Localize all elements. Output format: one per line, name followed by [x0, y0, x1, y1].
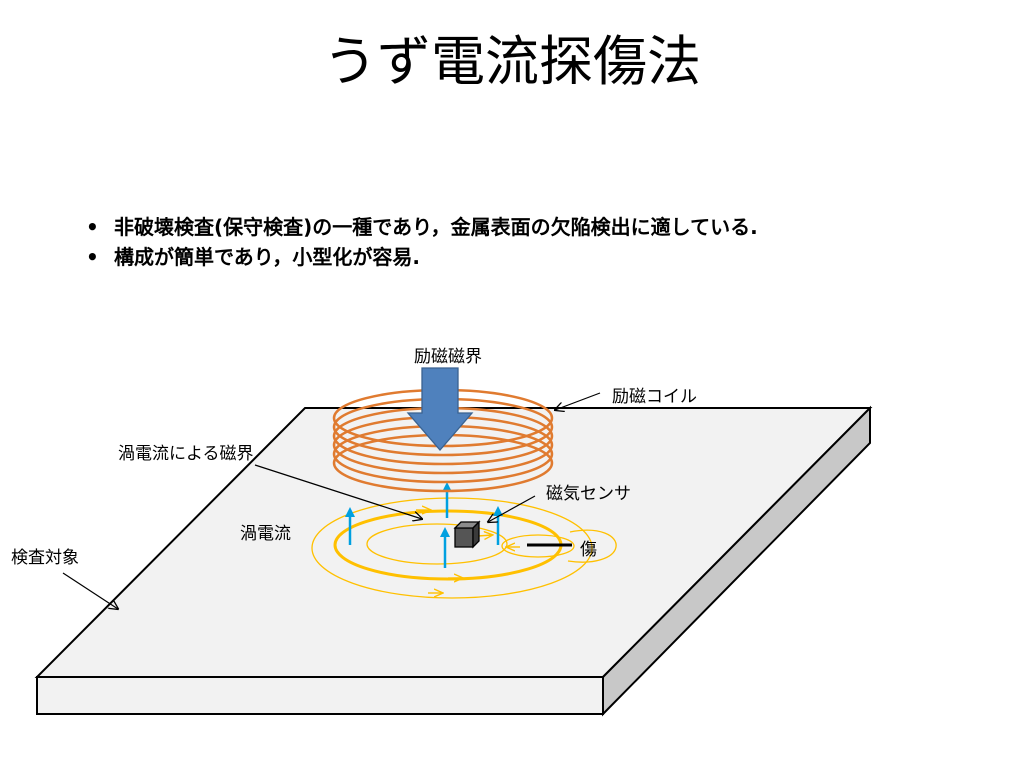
bullet-dot: •	[86, 215, 99, 239]
label-eddy-field: 渦電流による磁界	[118, 444, 254, 464]
eddy-direction-arrow	[477, 535, 492, 536]
leader-lines	[62, 392, 601, 609]
label-test-object: 検査対象	[11, 548, 79, 568]
magnetic-sensor	[453, 520, 481, 549]
bullet-item: • 非破壊検査(保守検査)の一種であり，金属表面の欠陥検出に適している.	[86, 212, 758, 242]
excitation-field-arrow	[406, 367, 474, 451]
label-magnetic-sensor: 磁気センサ	[546, 484, 631, 504]
label-eddy-current: 渦電流	[240, 524, 291, 544]
bullet-item: • 構成が簡単であり，小型化が容易.	[86, 242, 758, 272]
bullet-text: 構成が簡単であり，小型化が容易.	[114, 245, 420, 269]
eddy-loop-flaw-small	[501, 534, 575, 558]
sensor-side-face	[472, 520, 480, 549]
bullet-dot: •	[86, 245, 99, 269]
plate-front	[36, 676, 604, 715]
leader-magnetic-sensor	[488, 495, 536, 522]
leader-eddy-field	[254, 464, 422, 519]
label-flaw: 傷	[580, 540, 597, 560]
label-excitation-coil: 励磁コイル	[612, 387, 697, 407]
test-object-plate	[34, 405, 873, 717]
bullet-text: 非破壊検査(保守検査)の一種であり，金属表面の欠陥検出に適している.	[114, 215, 758, 239]
plate-side	[602, 405, 871, 717]
eddy-loop-flaw-lobe	[567, 529, 617, 563]
eddy-loop-outer	[311, 497, 593, 599]
sensor-front-face	[454, 527, 474, 548]
slide-title: うず電流探傷法	[323, 30, 701, 93]
leader-test-object	[62, 572, 118, 609]
label-excitation-field: 励磁磁界	[414, 347, 482, 367]
bullet-list: • 非破壊検査(保守検査)の一種であり，金属表面の欠陥検出に適している. • 構成が…	[86, 212, 758, 272]
leader-excitation-coil	[555, 392, 601, 410]
